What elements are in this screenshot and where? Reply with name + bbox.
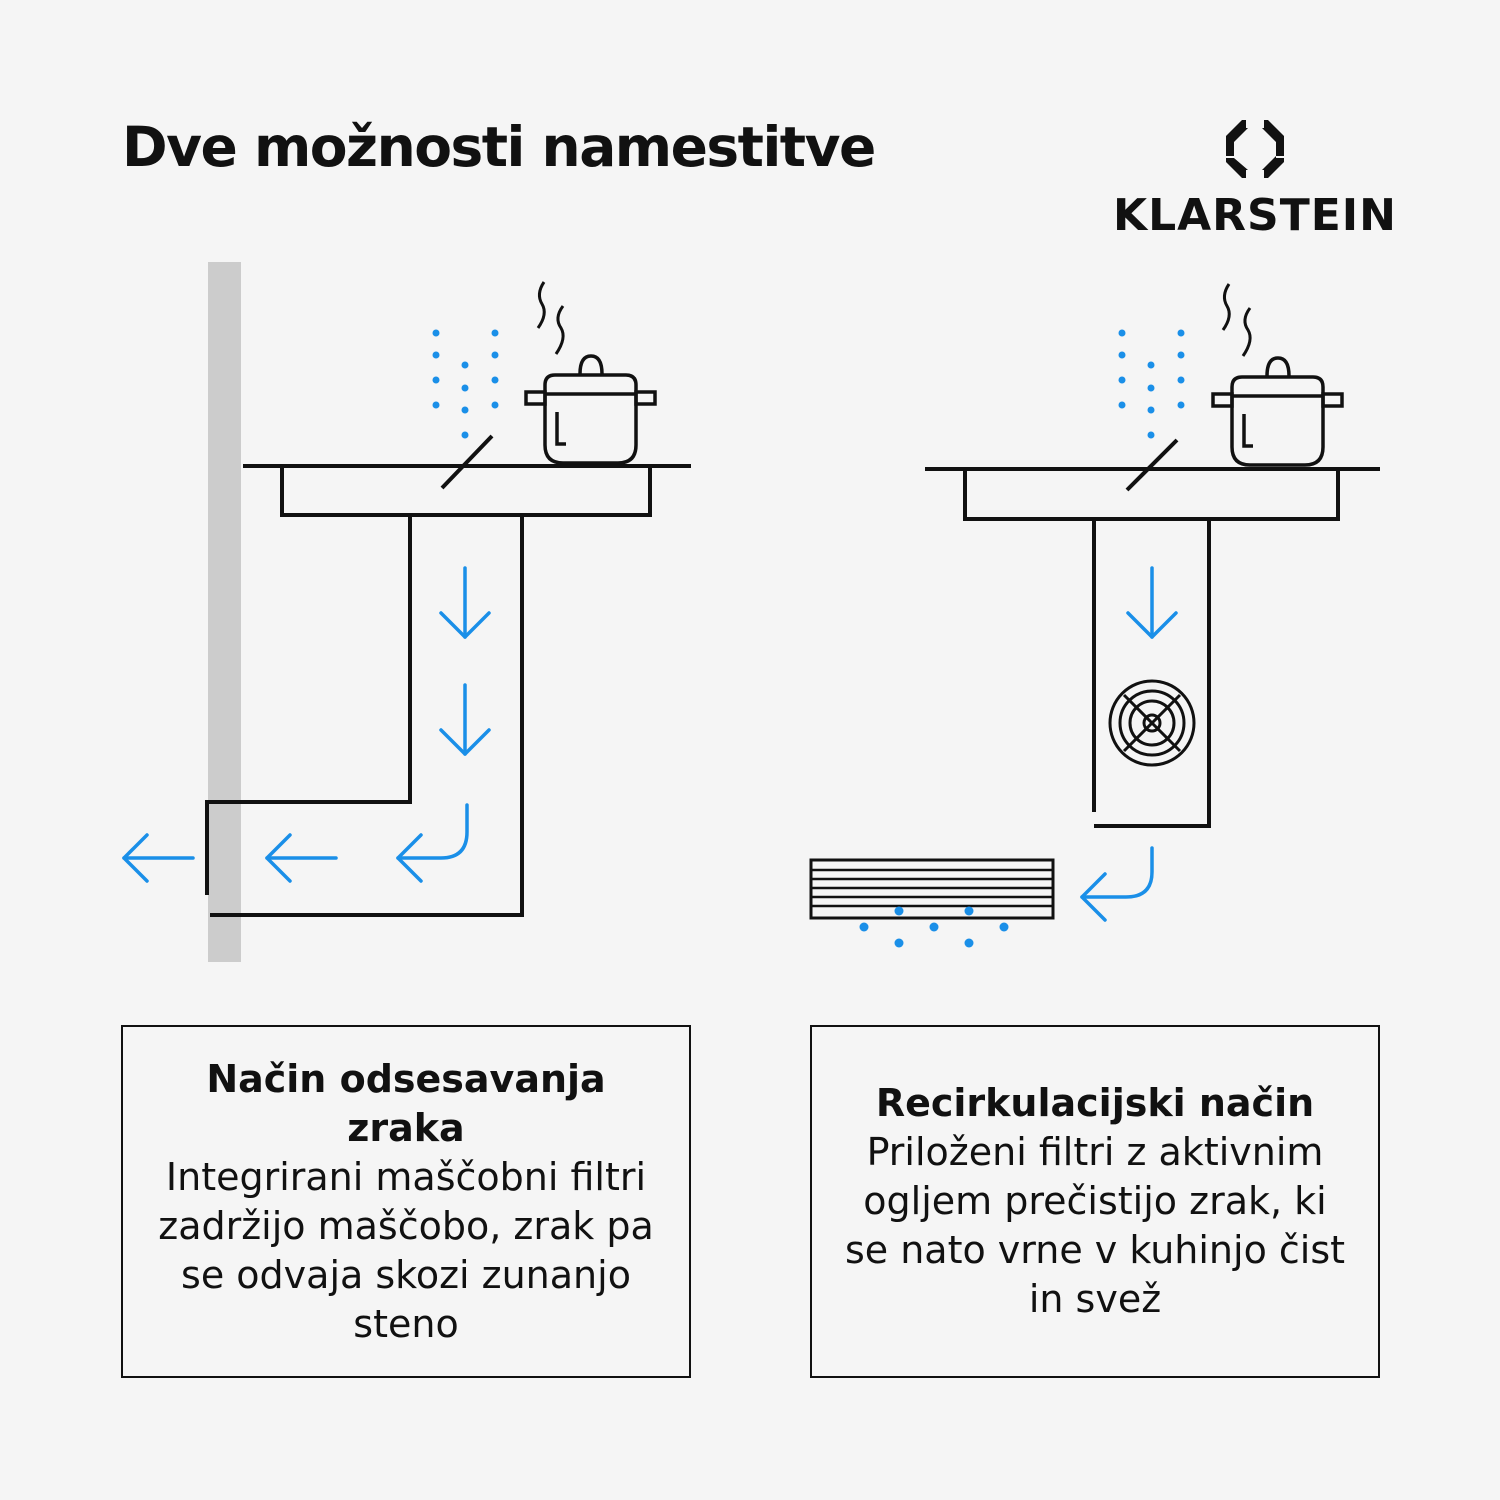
wall-icon bbox=[208, 262, 241, 962]
countertop bbox=[243, 434, 691, 517]
recirculation-mode-text: Priloženi filtri z aktivnim ogljem preči… bbox=[844, 1130, 1346, 1321]
arrow-return-icon bbox=[396, 803, 469, 883]
duct-icon bbox=[205, 517, 524, 917]
duct-icon bbox=[1092, 521, 1211, 828]
brand-name: KLARSTEIN bbox=[1112, 190, 1398, 241]
steam-icon bbox=[536, 281, 565, 355]
installation-diagram bbox=[122, 262, 1380, 962]
extraction-mode-caption: Način odsesavanja zraka Integrirani mašč… bbox=[121, 1025, 691, 1378]
arrow-return-icon bbox=[1080, 846, 1154, 922]
pot-icon bbox=[1211, 356, 1344, 467]
arrow-down-icon bbox=[439, 683, 491, 756]
arrow-left-icon bbox=[265, 833, 338, 883]
recirculation-mode-caption: Recirkulacijski način Priloženi filtri z… bbox=[810, 1025, 1380, 1378]
extraction-diagram bbox=[122, 262, 691, 962]
page-title: Dve možnosti namestitve bbox=[122, 115, 876, 179]
extraction-mode-text: Integrirani maščobni filtri zadržijo maš… bbox=[158, 1154, 654, 1346]
arrow-down-icon bbox=[439, 566, 491, 639]
recirculation-mode-title: Recirkulacijski način bbox=[875, 1081, 1315, 1125]
steam-icon bbox=[1221, 283, 1252, 357]
air-particles bbox=[432, 329, 499, 439]
vent-grille-icon bbox=[809, 858, 1055, 920]
brand-logo: KLARSTEIN bbox=[1110, 118, 1400, 240]
arrow-left-icon bbox=[122, 833, 195, 883]
recirculation-diagram bbox=[809, 283, 1380, 948]
klarstein-logo-icon bbox=[1226, 120, 1284, 178]
air-particles bbox=[1118, 329, 1185, 439]
arrow-down-icon bbox=[1126, 566, 1178, 639]
extraction-mode-title: Način odsesavanja zraka bbox=[206, 1056, 606, 1150]
pot-icon bbox=[524, 354, 657, 465]
clean-air-particles bbox=[859, 906, 1009, 948]
countertop bbox=[925, 438, 1380, 521]
fan-icon bbox=[1108, 679, 1196, 767]
